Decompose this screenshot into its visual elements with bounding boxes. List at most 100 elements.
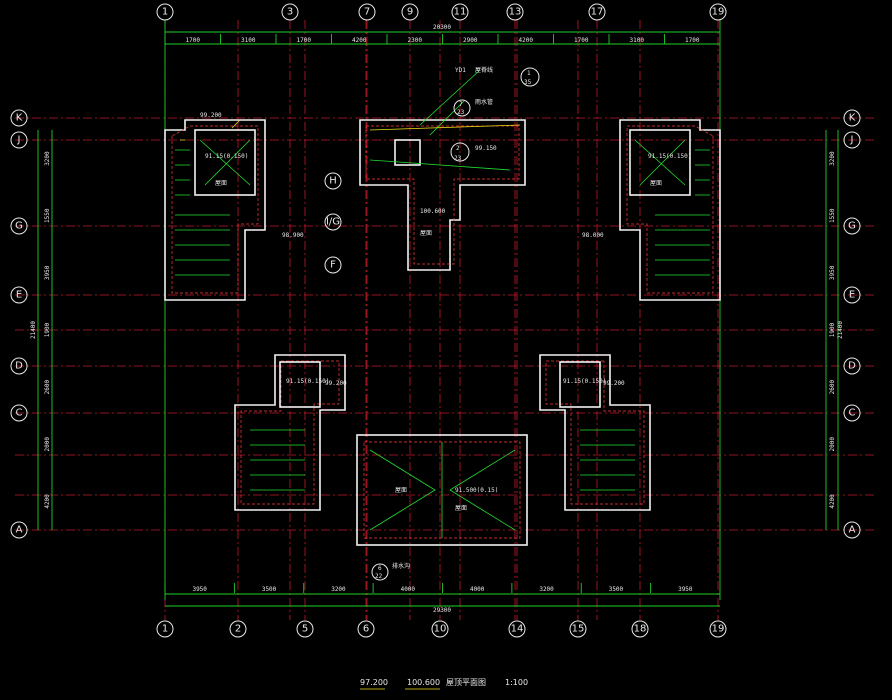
axis-left-G-label: G (15, 221, 23, 232)
dim-label: 1550 (44, 208, 51, 223)
footer-elev-1: 97.200 (360, 678, 388, 687)
axis-top-11: 11 (451, 3, 469, 21)
axis-right-G-label: G (848, 221, 856, 232)
room-label-ul: 屋面 (215, 180, 227, 187)
drawing-title-block: 97.200 100.600 屋顶平面图 1:100 (360, 678, 528, 690)
dim-label: 1550 (829, 208, 836, 223)
axis-bottom-19-label: 19 (712, 624, 725, 635)
dim-label: 3500 (262, 586, 277, 593)
footer-scale: 1:100 (505, 678, 528, 687)
axis-bottom-19: 19 (709, 620, 727, 638)
axis-top-17: 17 (588, 3, 606, 21)
note-gutter: 排水沟 (392, 562, 410, 570)
axis-top-1: 1 (156, 3, 174, 21)
callout-1: 1 (527, 70, 531, 77)
room-label-ur: 屋面 (650, 180, 662, 187)
callout-7-23: 23 (457, 109, 465, 116)
dim-bottom-total: 29300 (433, 607, 451, 614)
dim-label: 2600 (829, 380, 836, 395)
elev-lower-center: 91.500(0.15) (455, 487, 498, 494)
axis-left-D: D (10, 357, 28, 375)
roof-upper-left: 91.15(0.150) 屋面 99.200 98.900 (164, 112, 304, 301)
dim-label: 2300 (408, 37, 423, 44)
dim-label: 3950 (192, 586, 207, 593)
axis-bottom-6-label: 6 (363, 624, 369, 635)
callout-6: 6 (378, 565, 382, 572)
axis-top-19-label: 19 (712, 7, 725, 18)
callout-35: 35 (524, 79, 532, 86)
axis-bottom-18: 18 (631, 620, 649, 638)
axis-top-3: 3 (281, 3, 299, 21)
axis-bottom-15: 15 (569, 620, 587, 638)
axis-right-C-label: C (849, 408, 856, 419)
dim-label: 3200 (331, 586, 346, 593)
axis-bottom-5-label: 5 (302, 624, 308, 635)
axis-bottom-1-label: 1 (162, 624, 168, 635)
axis-bottom-6: 6 (357, 620, 375, 638)
axis-bottom-1: 1 (156, 620, 174, 638)
axis-right-D-label: D (848, 361, 856, 372)
axis-right-E-label: E (849, 290, 855, 301)
dim-right-total: 21400 (837, 321, 844, 339)
dim-label: 1700 (685, 37, 700, 44)
horizontal-grid-lines (15, 117, 875, 531)
room-label-lc2: 屋面 (455, 505, 467, 512)
room-label-center: 屋面 (420, 230, 432, 237)
axis-right-J: J (843, 131, 861, 149)
axis-right-G: G (843, 217, 861, 235)
elev-center: 99.150 (475, 145, 497, 152)
axis-inner-F: F (324, 256, 342, 274)
axis-left-A: A (10, 521, 28, 539)
footer-title: 屋顶平面图 (446, 678, 486, 687)
roof-upper-center: 2 23 99.150 100.600 屋面 YD1 屋脊线 雨水管 1 35 … (359, 66, 540, 271)
dim-label: 1900 (829, 322, 836, 337)
callout-2: 2 (456, 145, 460, 152)
dim-label: 2900 (463, 37, 478, 44)
axis-bottom-14: 14 (508, 620, 526, 638)
dim-label: 4000 (401, 586, 416, 593)
axis-right-C: C (843, 404, 861, 422)
elev-ll-side: 99.200 (325, 380, 347, 387)
dim-label: 3100 (630, 37, 645, 44)
axis-top-7: 7 (358, 3, 376, 21)
dim-label: 3950 (829, 265, 836, 280)
axis-inner-H-label: H (329, 176, 337, 187)
elev-ul-side: 98.900 (282, 232, 304, 239)
axis-top-13: 13 (506, 3, 524, 21)
axis-bottom-10: 10 (431, 620, 449, 638)
callout-7: 7 (459, 101, 463, 108)
elev-center-2: 100.600 (420, 208, 446, 215)
dim-label: 2000 (829, 437, 836, 452)
axis-top-3-label: 3 (287, 7, 293, 18)
note-drain: 雨水管 (475, 98, 493, 106)
axis-top-1-label: 1 (162, 7, 168, 18)
roof-lower-left: 91.15(0.150) 99.200 (234, 354, 347, 511)
dim-label: 4000 (470, 586, 485, 593)
elev-ul-top: 99.200 (200, 112, 222, 119)
axis-left-G: G (10, 217, 28, 235)
dim-left-total: 21400 (30, 321, 37, 339)
axis-left-J: J (10, 131, 28, 149)
elev-lower-left: 91.15(0.150) (286, 378, 329, 385)
axis-bottom-2: 2 (229, 620, 247, 638)
axis-left-J-label: J (17, 135, 21, 146)
axis-bottom-10-label: 10 (434, 624, 447, 635)
dim-label: 1900 (44, 322, 51, 337)
elev-ur-side: 98.000 (582, 232, 604, 239)
callout-22: 22 (375, 573, 383, 580)
axis-right-E: E (843, 286, 861, 304)
axis-top-9-label: 9 (407, 7, 413, 18)
axis-top-19: 19 (709, 3, 727, 21)
axis-left-D-label: D (15, 361, 23, 372)
dim-label: 3100 (241, 37, 256, 44)
note-ridge: 屋脊线 (475, 66, 493, 74)
axis-bottom-18-label: 18 (634, 624, 647, 635)
axis-right-A-label: A (849, 525, 856, 536)
callout-23: 23 (454, 155, 462, 162)
note-yd1: YD1 (455, 67, 466, 74)
